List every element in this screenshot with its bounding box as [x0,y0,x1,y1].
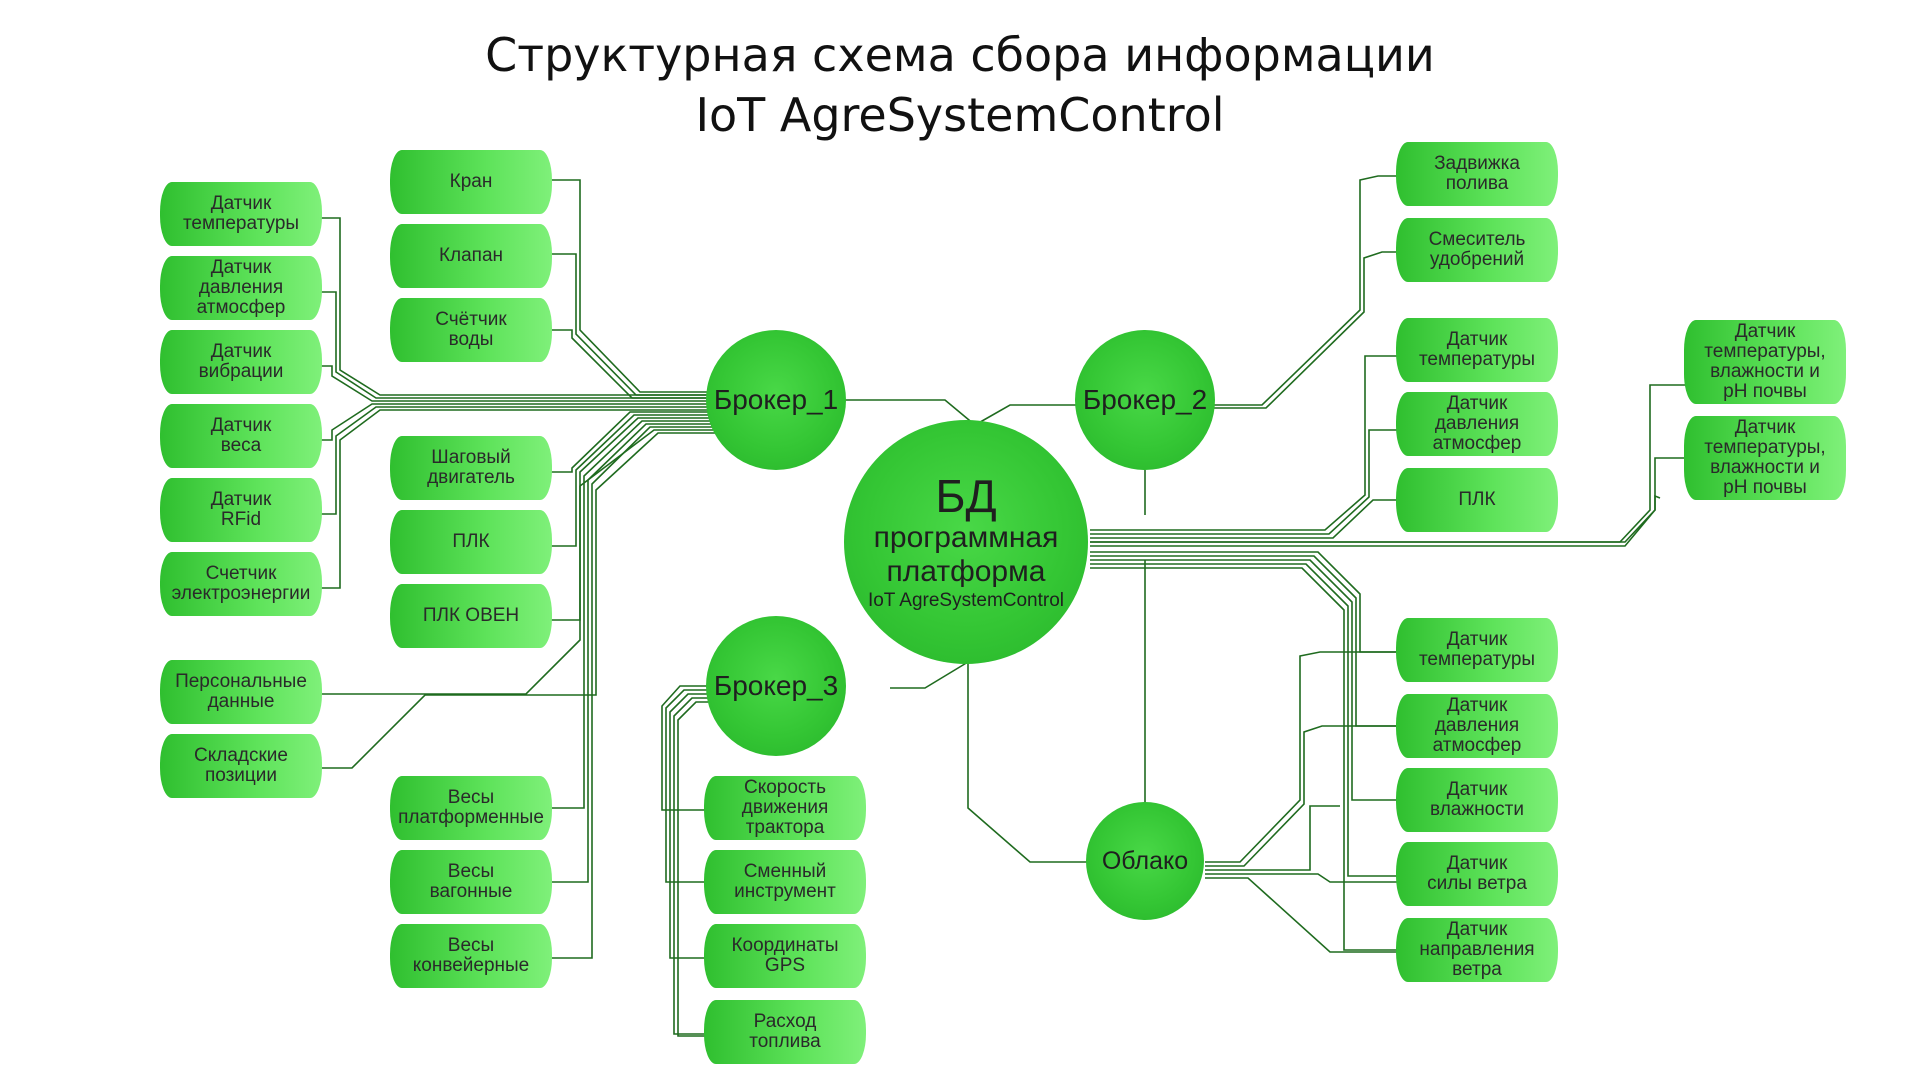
hub-broker-1-label: Брокер_1 [713,384,839,415]
node-valve: Клапан [390,224,552,288]
node-plc: ПЛК [390,510,552,574]
hub-broker-2: Брокер_2 [1075,330,1215,470]
hub-broker-2-label: Брокер_2 [1082,384,1208,415]
hub-cloud-label: Облако [1101,846,1189,875]
hub-cloud: Облако [1086,802,1204,920]
node-plc-owen: ПЛК ОВЕН [390,584,552,648]
hub-broker-3: Брокер_3 [706,616,846,756]
hub-broker-1: Брокер_1 [706,330,846,470]
title-line-2: IoT AgreSystemControl [695,88,1225,142]
center-label-db: БД [935,470,997,522]
title-line-1: Структурная схема сбора информации [485,28,1435,82]
center-label-line2: программная [873,521,1059,554]
diagram-title: Структурная схема сбора информации IoT A… [0,25,1920,145]
center-label-line3: платформа [886,555,1046,588]
hub-broker-3-label: Брокер_3 [713,670,839,701]
node-valve-crane: Кран [390,150,552,214]
central-database-platform: БД программная платформа IoT AgreSystemC… [844,420,1088,664]
node-plc-2: ПЛК [1396,468,1558,532]
center-label-line4: IoT AgreSystemControl [867,590,1065,611]
